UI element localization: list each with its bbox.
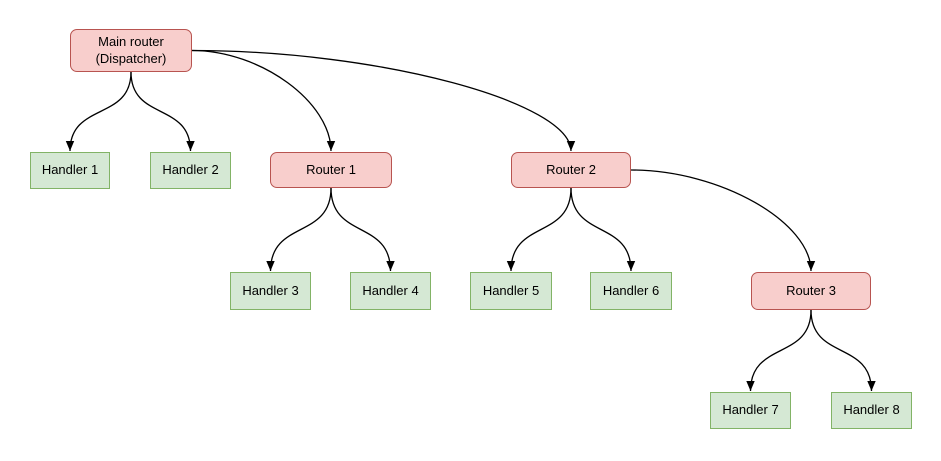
node-h4-handler[interactable]: Handler 4 bbox=[350, 272, 431, 310]
node-label: Handler 6 bbox=[602, 282, 660, 298]
node-label: Handler 5 bbox=[482, 282, 540, 298]
edge-r2-to-h5 bbox=[506, 187, 572, 272]
node-r2-router[interactable]: Router 2 bbox=[511, 152, 631, 188]
node-label: Handler 8 bbox=[843, 402, 900, 418]
node-label: Handler 1 bbox=[41, 162, 99, 178]
edge-r1-to-h3 bbox=[266, 187, 332, 272]
edge-r3-to-h7 bbox=[746, 309, 812, 392]
node-label: Router 1 bbox=[306, 161, 356, 177]
node-label: Handler 7 bbox=[722, 402, 779, 418]
edge-r3-to-h8 bbox=[810, 309, 876, 392]
edge-main-to-h1 bbox=[65, 71, 132, 152]
edge-r2-to-r3 bbox=[630, 169, 816, 272]
node-h5-handler[interactable]: Handler 5 bbox=[470, 272, 552, 310]
node-label: Router 3 bbox=[786, 282, 836, 298]
node-main-router[interactable]: Main router (Dispatcher) bbox=[70, 29, 192, 72]
node-r3-router[interactable]: Router 3 bbox=[751, 272, 871, 310]
node-label: Main router (Dispatcher) bbox=[95, 33, 167, 66]
node-h8-handler[interactable]: Handler 8 bbox=[831, 392, 912, 429]
edge-main-to-h2 bbox=[130, 71, 195, 152]
node-h6-handler[interactable]: Handler 6 bbox=[590, 272, 672, 310]
node-r1-router[interactable]: Router 1 bbox=[270, 152, 392, 188]
edge-r1-to-h4 bbox=[330, 187, 395, 272]
node-h1-handler[interactable]: Handler 1 bbox=[30, 152, 110, 189]
edge-main-to-r1 bbox=[191, 49, 336, 152]
node-label: Handler 2 bbox=[162, 162, 219, 178]
edge-main-to-r2 bbox=[191, 49, 576, 152]
node-label: Handler 4 bbox=[362, 282, 419, 298]
node-label: Handler 3 bbox=[242, 282, 299, 298]
node-h3-handler[interactable]: Handler 3 bbox=[230, 272, 311, 310]
node-label: Router 2 bbox=[546, 161, 596, 177]
node-h7-handler[interactable]: Handler 7 bbox=[710, 392, 791, 429]
node-h2-handler[interactable]: Handler 2 bbox=[150, 152, 231, 189]
edge-r2-to-h6 bbox=[570, 187, 636, 272]
